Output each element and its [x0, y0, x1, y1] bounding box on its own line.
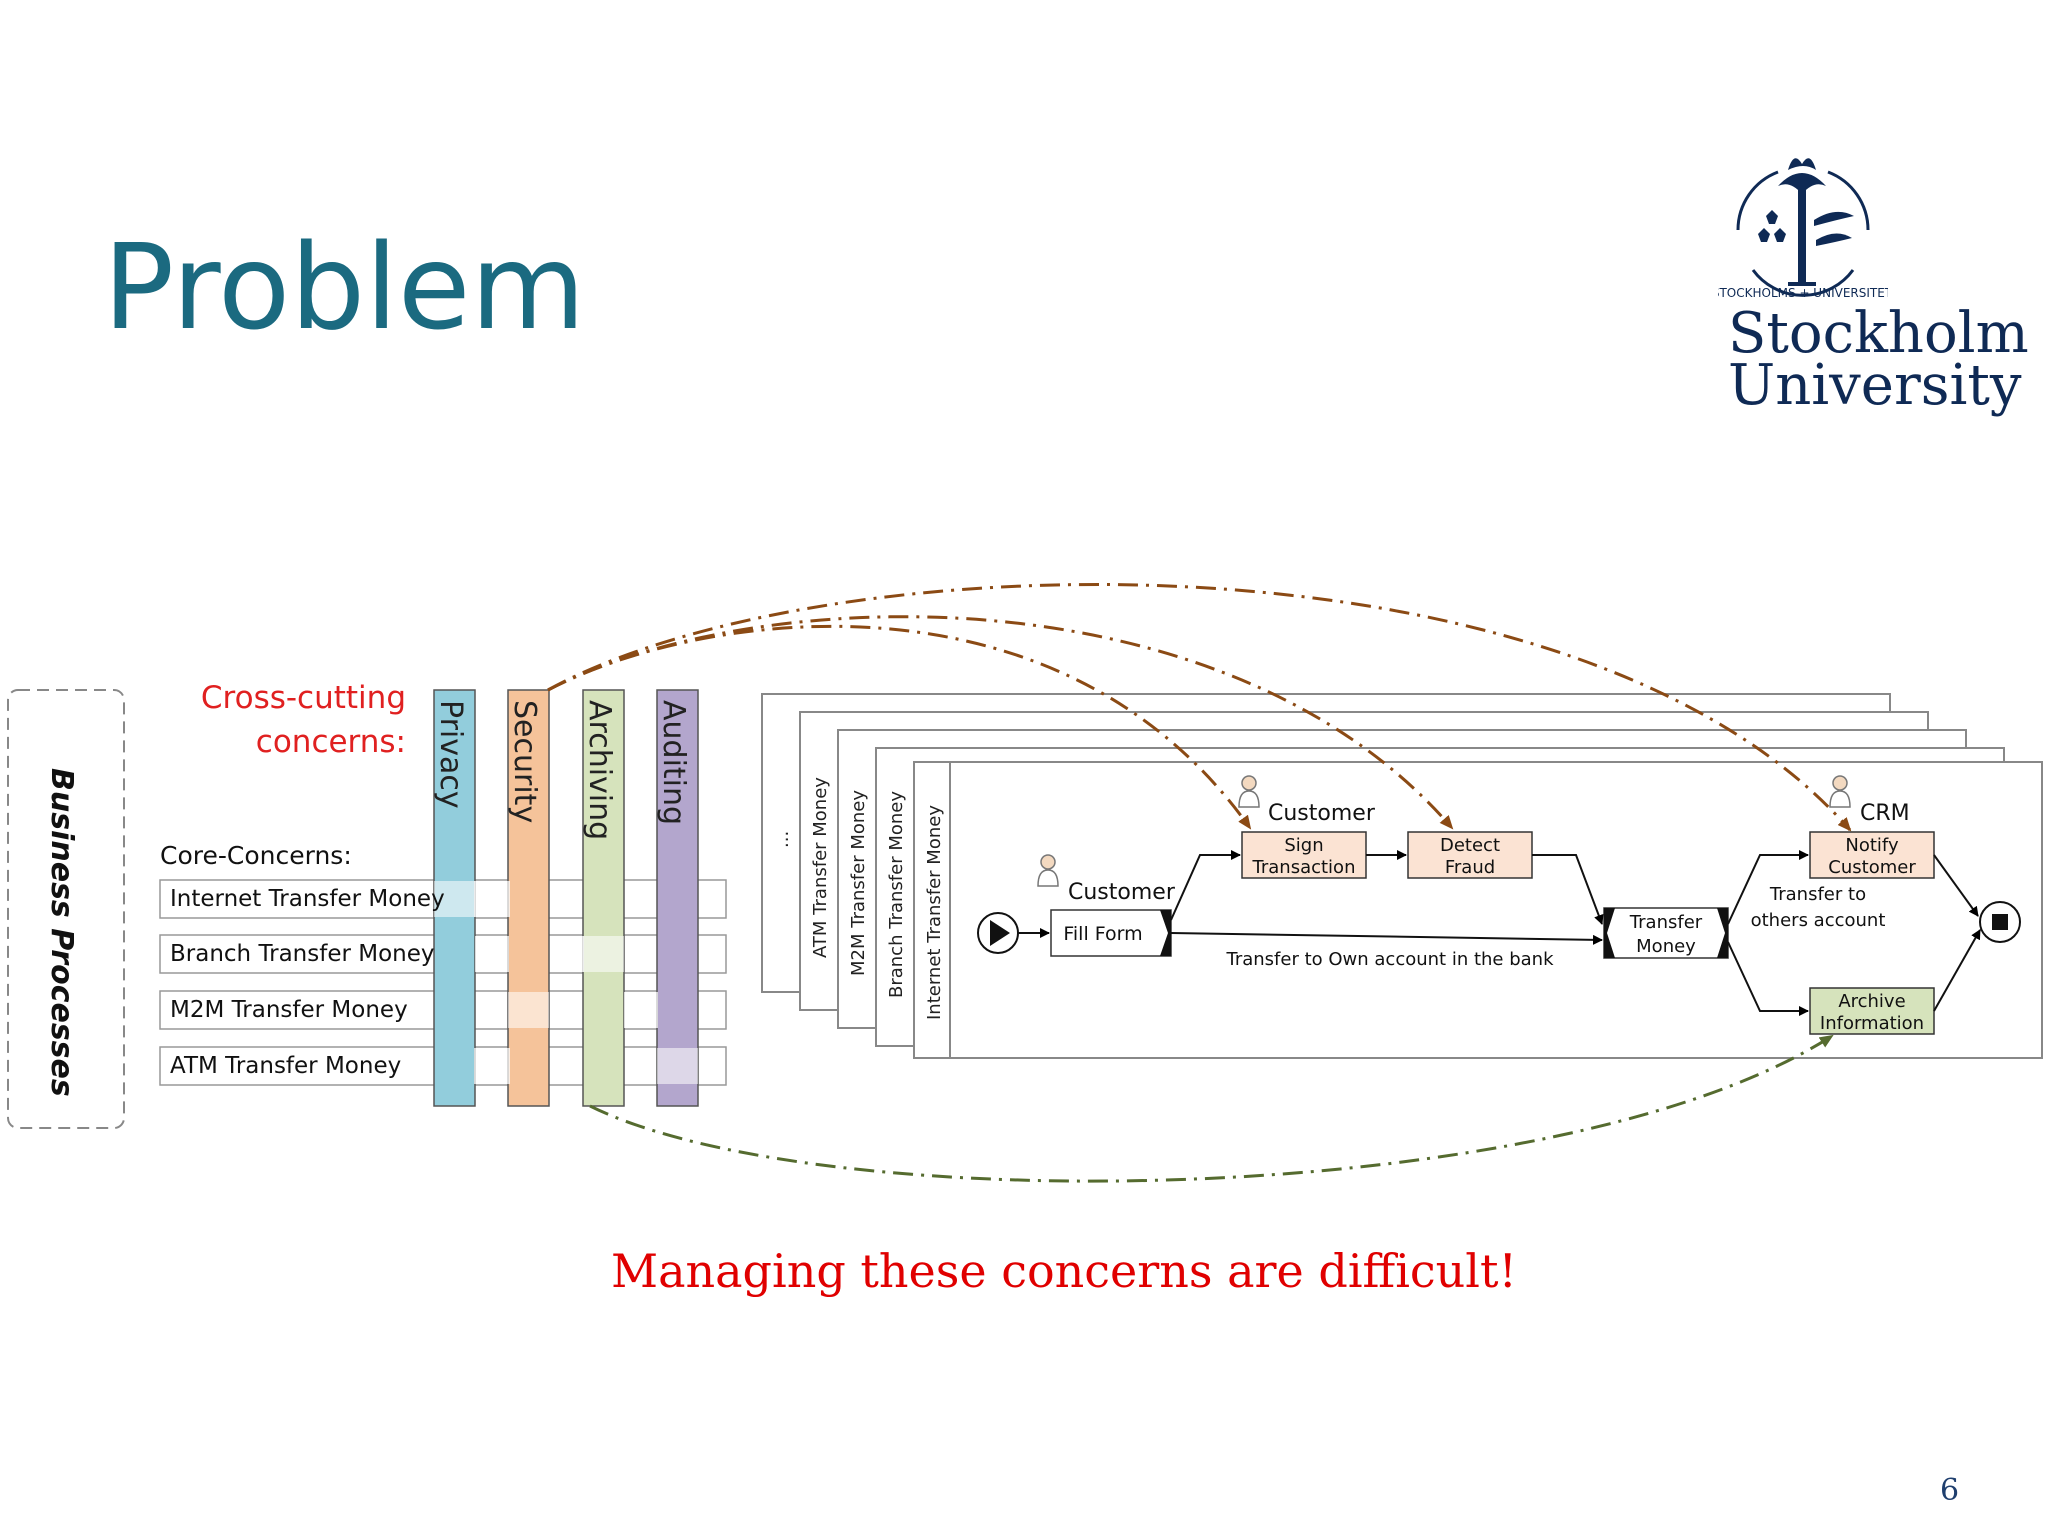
seal-text: STOCKHOLMS + UNIVERSITET	[1718, 286, 1888, 300]
concern-bar-security	[507, 689, 550, 1107]
task-sign-label-1: Sign	[1284, 835, 1323, 856]
edge-label-own-account: Transfer to Own account in the bank	[1225, 949, 1554, 970]
task-detect-fraud	[1407, 831, 1533, 879]
core-concerns-label: Core-Concerns:	[160, 841, 352, 870]
business-processes-box	[7, 689, 125, 1129]
concern-bar-auditing	[656, 689, 699, 1107]
university-name-line1: Stockholm	[1728, 301, 2029, 366]
archiving-arrow	[589, 1034, 1834, 1183]
cross-cutting-label-line1: Cross-cutting	[201, 680, 406, 716]
layer-label-atm: ATM Transfer Money	[810, 777, 831, 958]
edge-label-others-2: others account	[1751, 910, 1886, 931]
security-arrow-fraud	[547, 615, 1454, 830]
task-archive-label-1: Archive	[1838, 991, 1905, 1012]
cross-cutting-label-line2: concerns:	[256, 724, 406, 760]
core-concern-atm: ATM Transfer Money	[170, 1053, 401, 1079]
layer-label-ellipsis: ...	[772, 831, 793, 848]
lane-customer-top: Customer	[1268, 801, 1376, 826]
university-seal-icon: STOCKHOLMS + UNIVERSITET	[1718, 158, 1888, 300]
business-processes-label: Business Processes	[44, 768, 79, 1097]
lane-customer-left: Customer	[1068, 880, 1176, 905]
task-notify-label-1: Notify	[1845, 835, 1899, 856]
edge-label-others-1: Transfer to	[1769, 884, 1866, 905]
task-notify-label-2: Customer	[1828, 857, 1916, 878]
task-notify-customer	[1809, 831, 1935, 879]
core-concern-branch: Branch Transfer Money	[170, 941, 435, 967]
customer-top-icon	[1238, 775, 1260, 808]
crm-icon	[1829, 775, 1851, 808]
concern-label-archiving: Archiving	[582, 700, 617, 840]
task-detect-label-2: Fraud	[1445, 857, 1495, 878]
task-sign-label-2: Transaction	[1252, 857, 1356, 878]
layer-label-m2m: M2M Transfer Money	[848, 790, 869, 976]
task-detect-label-1: Detect	[1440, 835, 1500, 856]
layer-label-branch: Branch Transfer Money	[886, 791, 907, 998]
conclusion-text: Managing these concerns are difficult!	[610, 1244, 1517, 1298]
concern-bar-archiving	[582, 689, 625, 1107]
university-name: Stockholm University	[1728, 301, 2029, 418]
task-sign-transaction	[1241, 831, 1367, 879]
university-name-line2: University	[1728, 353, 2022, 418]
task-archive-label-2: Information	[1820, 1013, 1924, 1034]
task-fill-form-label: Fill Form	[1063, 923, 1142, 945]
concern-label-privacy: Privacy	[433, 700, 468, 809]
lane-crm: CRM	[1860, 801, 1910, 826]
page-number: 6	[1940, 1473, 1960, 1508]
task-fill-form	[1050, 909, 1172, 957]
customer-left-icon	[1037, 854, 1059, 887]
security-arrow-notify	[547, 583, 1852, 832]
core-concern-internet: Internet Transfer Money	[170, 886, 445, 912]
layer-label-internet: Internet Transfer Money	[924, 805, 945, 1020]
core-concern-m2m: M2M Transfer Money	[170, 997, 408, 1023]
slide-title: Problem	[103, 218, 586, 356]
task-transfer-label-1: Transfer	[1629, 912, 1703, 933]
concern-label-security: Security	[507, 700, 542, 823]
task-transfer-label-2: Money	[1636, 936, 1696, 957]
concern-label-auditing: Auditing	[656, 700, 691, 825]
